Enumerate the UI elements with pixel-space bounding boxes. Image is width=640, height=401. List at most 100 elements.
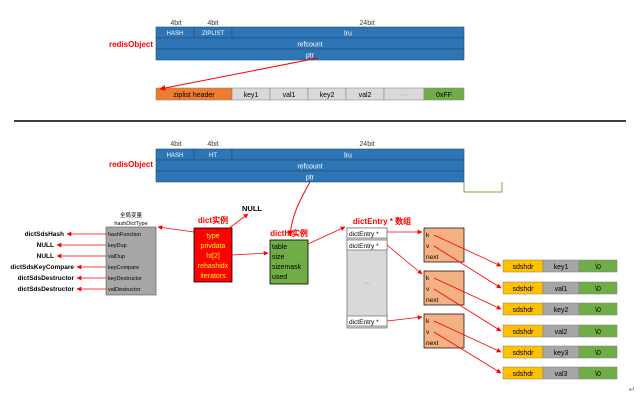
entry-node-box-1 (423, 270, 465, 306)
dictht-field-used: used (272, 274, 287, 281)
sds-row-4: sdshdr key3 \0 (502, 345, 618, 359)
kv-arrows (433, 234, 502, 374)
entry-array-label: dictEntry * 数组 (353, 216, 411, 226)
target-key-destructor: dictSdsDestructor (18, 275, 75, 282)
bottom-redis-object: 4bit 4bit 24bit redisObject HASH HT lru … (109, 141, 465, 183)
dict-null-label: NULL (242, 204, 262, 213)
table-to-array-arrow (307, 226, 346, 245)
top-lru-text: lru (344, 31, 352, 38)
sds-end-cell-3 (578, 324, 618, 338)
global-var-title-type: hashDictType (114, 221, 147, 227)
global-var-row-4: keyDestructor (108, 276, 142, 282)
top-bits-4b-label: 4bit (207, 20, 218, 27)
bottom-lru-text: lru (344, 153, 352, 160)
sds-row-3: sdshdr val2 \0 (502, 324, 618, 338)
entry-node-0: k v next (423, 227, 465, 263)
bottom-bits-24-label: 24bit (359, 141, 374, 148)
dict-entry-array: dictEntry * 数组 dictEntry * dictEntry * d… (346, 216, 411, 329)
top-encoding-text: ZIPLIST (202, 31, 224, 37)
target-key-dup: NULL (37, 242, 54, 249)
entry-slot-text-0: dictEntry * (349, 231, 379, 238)
entry-node-0-v: v (426, 243, 430, 250)
entry-slot-text-2: dictEntry * (349, 319, 379, 326)
sds-text-2: key2 (554, 307, 569, 314)
global-var-row-1: keyDup (108, 243, 127, 249)
node2-k-arrow (433, 320, 502, 353)
sds-row-2: sdshdr key2 \0 (502, 302, 618, 316)
ht-to-dictht-arrow (231, 250, 269, 256)
top-bits-24-label: 24bit (359, 20, 374, 27)
ziplist-end-cell (423, 87, 465, 101)
ziplist-end-text: 0xFF (436, 92, 452, 99)
global-var-row-5: valDestructor (108, 287, 141, 293)
global-var-panel (105, 226, 157, 296)
entry-node-0-next: next (426, 254, 438, 261)
entry-array-gap: ··· (364, 280, 371, 287)
target-val-dup: NULL (37, 253, 54, 260)
top-refcount-text: refcount (297, 42, 322, 49)
target-hash-function: dictSdsHash (25, 231, 64, 238)
sds-end-0: \0 (595, 264, 601, 271)
global-var-title-cn: 全局变量 (120, 211, 143, 219)
dict-field-iterators: iterators (200, 273, 226, 280)
entry-node-2-v: v (426, 329, 430, 336)
global-var-row-2: valDup (108, 254, 125, 260)
dictht-instance: dictht实例 table size sizemask used (269, 228, 309, 285)
ziplist-bar: ziplist header key1 val1 key2 val2 ··· 0… (155, 87, 465, 101)
sds-end-cell-1 (578, 281, 618, 295)
sds-end-3: \0 (595, 329, 601, 336)
sds-end-2: \0 (595, 307, 601, 314)
ziplist-cell-text-3: val2 (359, 92, 372, 99)
ziplist-cell-text-1: val1 (283, 92, 296, 99)
sds-text-0: key1 (554, 264, 569, 271)
dict-field-ht: ht[2] (206, 253, 220, 260)
sds-strings: sdshdr key1 \0 sdshdr val1 \0 sdshdr key… (502, 259, 618, 380)
sds-text-1: val1 (555, 286, 568, 293)
dict-field-privdata: privdata (201, 243, 226, 250)
sds-text-3: val2 (555, 329, 568, 336)
sds-text-5: val3 (555, 371, 568, 378)
entry-node-2-next: next (426, 340, 438, 347)
entry-node-box-2 (423, 313, 465, 349)
global-to-dict-arrow (157, 225, 195, 233)
entry-slot-text-1: dictEntry * (349, 243, 379, 250)
entry-node-2: k v next (423, 313, 465, 349)
sds-row-0: sdshdr key1 \0 (502, 259, 618, 273)
function-targets: dictSdsHash NULL NULL dictSdsKeyCompare … (10, 231, 106, 293)
bottom-ptr-text: ptr (306, 175, 315, 182)
node2-v-arrow (433, 331, 502, 374)
dictht-field-sizemask: sizemask (272, 264, 302, 271)
entry-slot-0 (346, 227, 388, 239)
dict-box (193, 227, 233, 283)
ziplist-header-text: ziplist header (173, 92, 215, 99)
node0-k-arrow (433, 234, 502, 267)
ptr-to-dict-arrow (287, 181, 311, 237)
ziplist-cell-text-4: ··· (401, 92, 408, 99)
bottom-refcount-text: refcount (297, 164, 322, 171)
top-redis-object: 4bit 4bit 24bit redisObject HASH ZIPLIST… (109, 20, 465, 61)
sds-hdr-text-3: sdshdr (512, 329, 534, 336)
entry-node-1: k v next (423, 270, 465, 306)
global-var-row-3: keyCompare (108, 265, 139, 271)
bottom-bits-4b-label: 4bit (207, 141, 218, 148)
top-bits-4a-label: 4bit (170, 20, 181, 27)
sds-end-1: \0 (595, 286, 601, 293)
bottom-bits-4a-label: 4bit (170, 141, 181, 148)
sds-row-5: sdshdr val3 \0 (502, 366, 618, 380)
top-redis-object-label: redisObject (109, 40, 153, 49)
bottom-redis-object-label: redisObject (109, 160, 153, 169)
dict-label: dict实例 (198, 215, 228, 225)
sds-text-4: key3 (554, 350, 569, 357)
sds-end-cell-0 (578, 259, 618, 273)
dictht-label: dictht实例 (270, 228, 308, 238)
slot-1-arrow (386, 244, 423, 275)
ziplist-cell-text-2: key2 (320, 92, 335, 99)
privdata-to-null-arrow (227, 213, 249, 230)
sds-end-5: \0 (595, 371, 601, 378)
top-type-text: HASH (167, 31, 184, 37)
entry-node-box-0 (423, 227, 465, 263)
entry-node-1-next: next (426, 297, 438, 304)
sds-end-cell-4 (578, 345, 618, 359)
global-var-row-0: hashFunction (108, 232, 141, 238)
